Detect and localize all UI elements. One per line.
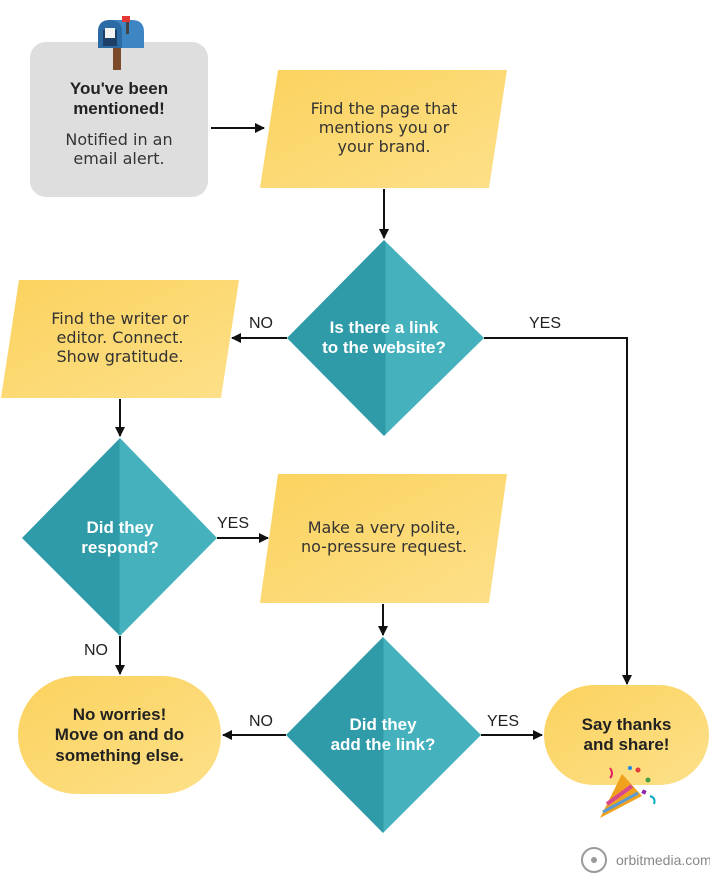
respond-question-line: Did they bbox=[86, 518, 154, 537]
respond-yes-label: YES bbox=[217, 515, 250, 532]
no-worries-oval bbox=[18, 676, 221, 794]
find-writer-line: Show gratitude. bbox=[56, 347, 184, 367]
added-question-line: add the link? bbox=[330, 735, 436, 755]
find-page-box bbox=[260, 70, 507, 188]
find-page-line: Find the page that bbox=[310, 99, 458, 118]
thanks-oval bbox=[544, 685, 709, 785]
start-body-line: Notified in an bbox=[65, 130, 173, 149]
find-page-line: mentions you or bbox=[318, 118, 450, 138]
link-question-line: to the website? bbox=[322, 338, 446, 358]
link-no-label: NO bbox=[249, 315, 273, 332]
brand-text: orbitmedia.com bbox=[616, 852, 710, 868]
request-text: Make a very polite, no-pressure request. bbox=[270, 518, 498, 556]
brand-mark: orbitmedia.com bbox=[580, 846, 710, 874]
arrow-link-yes bbox=[484, 337, 632, 685]
thanks-text: Say thanks and share! bbox=[544, 715, 709, 756]
find-page-line: your brand. bbox=[337, 137, 431, 157]
start-title-line: mentioned! bbox=[73, 99, 165, 119]
added-question: Did they add the link? bbox=[295, 715, 471, 756]
added-diamond bbox=[286, 637, 481, 833]
added-no-label: NO bbox=[249, 713, 273, 730]
orbit-logo-icon bbox=[581, 847, 607, 873]
start-box bbox=[30, 42, 208, 197]
start-title-line: You've been bbox=[69, 79, 169, 98]
respond-no-label: NO bbox=[84, 642, 108, 659]
no-worries-text: No worries! Move on and do something els… bbox=[18, 705, 221, 766]
request-line: Make a very polite, bbox=[307, 518, 461, 537]
find-writer-box bbox=[1, 280, 239, 398]
start-title: You've been mentioned! bbox=[30, 79, 208, 120]
find-writer-line: Find the writer or bbox=[51, 309, 189, 328]
find-writer-text: Find the writer or editor. Connect. Show… bbox=[10, 309, 230, 367]
request-box bbox=[260, 474, 507, 603]
start-body-line: email alert. bbox=[73, 149, 165, 169]
link-question: Is there a link to the website? bbox=[290, 318, 478, 359]
party-popper-icon bbox=[600, 766, 656, 818]
find-writer-line: editor. Connect. bbox=[56, 328, 184, 348]
mailbox-icon bbox=[98, 16, 144, 70]
no-worries-line: Move on and do bbox=[54, 725, 185, 745]
added-question-line: Did they bbox=[349, 715, 417, 734]
link-question-line: Is there a link bbox=[329, 318, 439, 337]
no-worries-line: something else. bbox=[55, 745, 184, 765]
respond-question-line: respond? bbox=[81, 538, 159, 558]
no-worries-line: No worries! bbox=[72, 705, 167, 724]
link-yes-label: YES bbox=[529, 315, 562, 332]
thanks-line: Say thanks bbox=[581, 715, 672, 734]
request-line: no-pressure request. bbox=[300, 537, 468, 557]
respond-diamond bbox=[22, 438, 217, 636]
link-diamond bbox=[287, 240, 484, 436]
start-body: Notified in an email alert. bbox=[30, 130, 208, 168]
added-yes-label: YES bbox=[487, 713, 520, 730]
respond-question: Did they respond? bbox=[40, 518, 200, 559]
find-page-text: Find the page that mentions you or your … bbox=[270, 99, 498, 157]
thanks-line: and share! bbox=[583, 735, 670, 755]
